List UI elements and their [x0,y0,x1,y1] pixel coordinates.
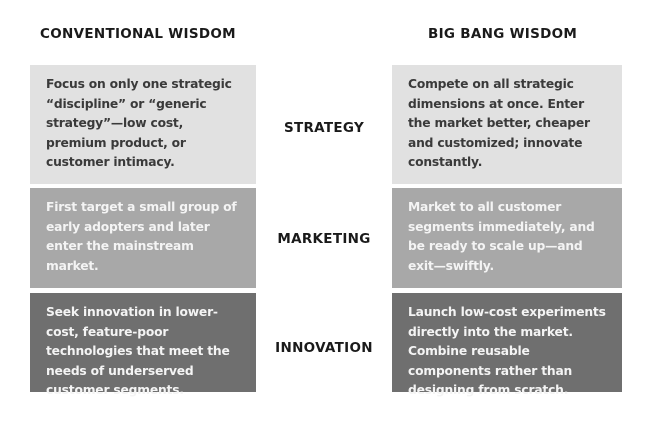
innovation-conventional: Seek innovation in lower-cost, feature-p… [30,293,256,397]
strategy-label: STRATEGY [283,120,365,136]
marketing-big-bang: Market to all customer segments immediat… [392,188,622,288]
strategy-big-bang: Compete on all strategic dimensions at o… [392,65,622,184]
marketing-label: MARKETING [277,231,371,247]
strategy-conventional: Focus on only one strategic “discipline”… [30,65,256,184]
big-bang-wisdom-header: BIG BANG WISDOM [428,26,578,42]
marketing-conventional: First target a small group of early adop… [30,188,256,288]
conventional-wisdom-header: CONVENTIONAL WISDOM [40,26,236,42]
innovation-big-bang: Launch low-cost experiments directly int… [392,293,622,397]
innovation-label: INNOVATION [275,340,373,356]
